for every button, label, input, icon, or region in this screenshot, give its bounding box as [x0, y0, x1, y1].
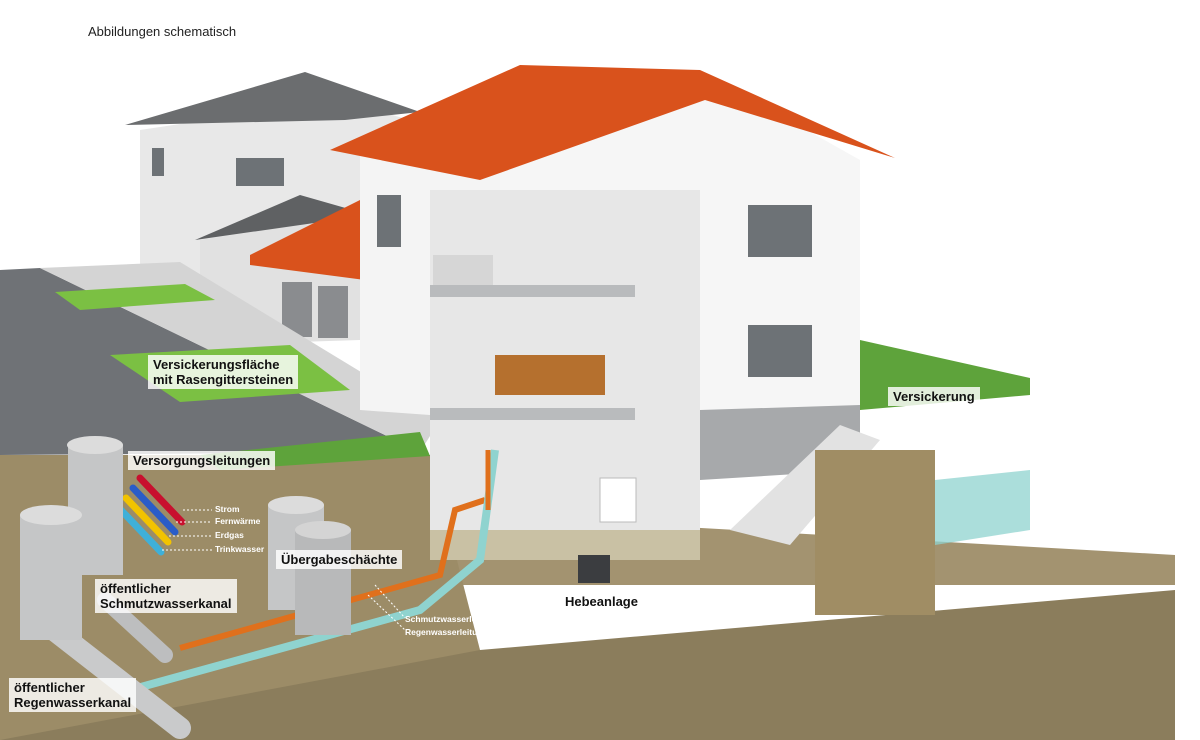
label-leaders — [162, 509, 406, 631]
kitchen-cabinets — [495, 355, 605, 395]
label-line: Regenwasserkanal — [14, 695, 132, 710]
supply-pipes — [115, 474, 186, 556]
lawn-front-left — [55, 284, 215, 310]
pipe-fernwaerme — [129, 484, 179, 536]
label-line: öffentlicher — [14, 680, 85, 695]
label-versorgungsleitungen: Versorgungsleitungen — [128, 451, 276, 470]
ceiling-slab — [430, 285, 635, 297]
manhole-top — [67, 436, 123, 454]
label-schmutzwasserkanal: öffentlicher Schmutzwasserkanal — [95, 579, 237, 613]
label-trinkwasser: Trinkwasser — [215, 544, 265, 554]
manhole-shaft — [20, 515, 82, 640]
transfer-shaft-top — [295, 521, 351, 539]
label-versickerung: Versickerung — [888, 387, 980, 406]
ceiling-slab — [430, 408, 635, 420]
basement-floor — [430, 530, 700, 560]
label-schmutzwasserleitung: Schmutzwasserleitung — [405, 614, 498, 624]
main-window — [748, 205, 812, 257]
neighbor-window — [236, 158, 284, 186]
washing-machine — [599, 477, 637, 523]
label-uebergabeschaechte: Übergabeschächte — [276, 550, 403, 569]
label-strom: Strom — [215, 504, 240, 514]
pipe-trinkwasser — [115, 504, 165, 556]
garage-door — [318, 286, 348, 338]
label-regenwasserkanal: öffentlicher Regenwasserkanal — [9, 678, 137, 712]
label-line: Versickerungsfläche — [153, 357, 280, 372]
label-line: öffentlicher — [100, 581, 171, 596]
pipe-erdgas — [122, 494, 172, 546]
infiltration-water — [935, 470, 1030, 545]
label-line: Schmutzwasserkanal — [100, 596, 232, 611]
label-regenwasserleitung: Regenwasserleitung — [405, 627, 488, 637]
diagram-caption: Abbildungen schematisch — [88, 24, 237, 39]
pipe-strom — [136, 474, 186, 526]
lifting-unit — [578, 555, 610, 583]
transfer-shaft-top — [268, 496, 324, 514]
bathroom-vanity — [433, 255, 493, 285]
main-window — [377, 195, 401, 247]
garage-roof-red — [250, 200, 365, 280]
main-roof — [330, 65, 895, 180]
label-erdgas: Erdgas — [215, 530, 244, 540]
label-line: mit Rasengittersteinen — [153, 372, 294, 387]
main-window — [748, 325, 812, 377]
retaining-wall — [815, 450, 935, 615]
neighbor-window — [152, 148, 164, 176]
manhole-top — [20, 505, 82, 525]
public-manholes — [20, 436, 123, 640]
label-versickerungsflaeche: Versickerungsfläche mit Rasengitterstein… — [148, 355, 299, 389]
neighbor-house-roof — [125, 72, 420, 125]
garage-roof-grey — [195, 195, 370, 240]
label-hebeanlage: Hebeanlage — [560, 592, 643, 611]
transfer-shaft — [295, 530, 351, 635]
label-fernwaerme: Fernwärme — [215, 516, 261, 526]
